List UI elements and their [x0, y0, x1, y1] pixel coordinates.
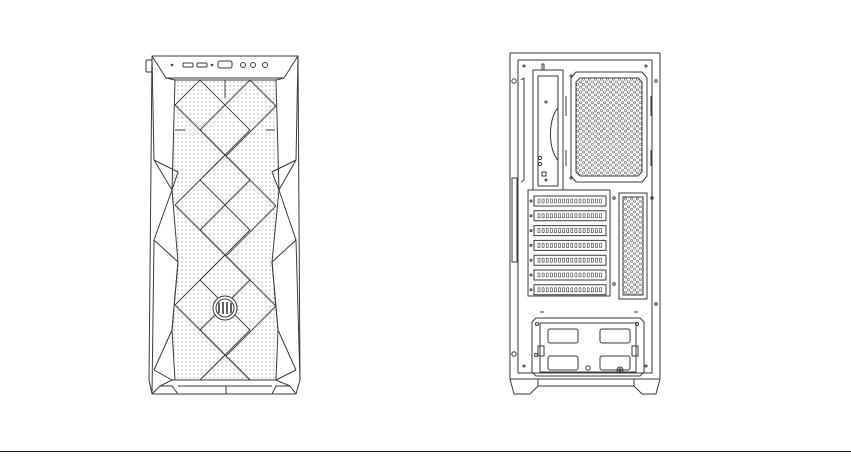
motherboard-io-shield — [533, 64, 563, 190]
expansion-slot — [530, 240, 606, 250]
brand-logo-icon — [213, 296, 237, 320]
expansion-slot — [530, 285, 606, 295]
front-view — [146, 56, 300, 394]
front-io-panel — [171, 61, 267, 68]
expansion-slot — [530, 270, 606, 280]
rear-fan-grille — [566, 72, 651, 182]
expansion-slot — [530, 211, 606, 221]
expansion-slot — [530, 196, 606, 206]
baseline-rule — [0, 451, 851, 452]
expansion-slots — [530, 196, 606, 295]
power-button-icon — [146, 60, 152, 72]
side-vent-grille — [619, 193, 647, 299]
psu-bay — [532, 318, 644, 376]
rear-view — [510, 53, 660, 394]
expansion-slot — [530, 255, 606, 265]
expansion-slot — [530, 226, 606, 236]
